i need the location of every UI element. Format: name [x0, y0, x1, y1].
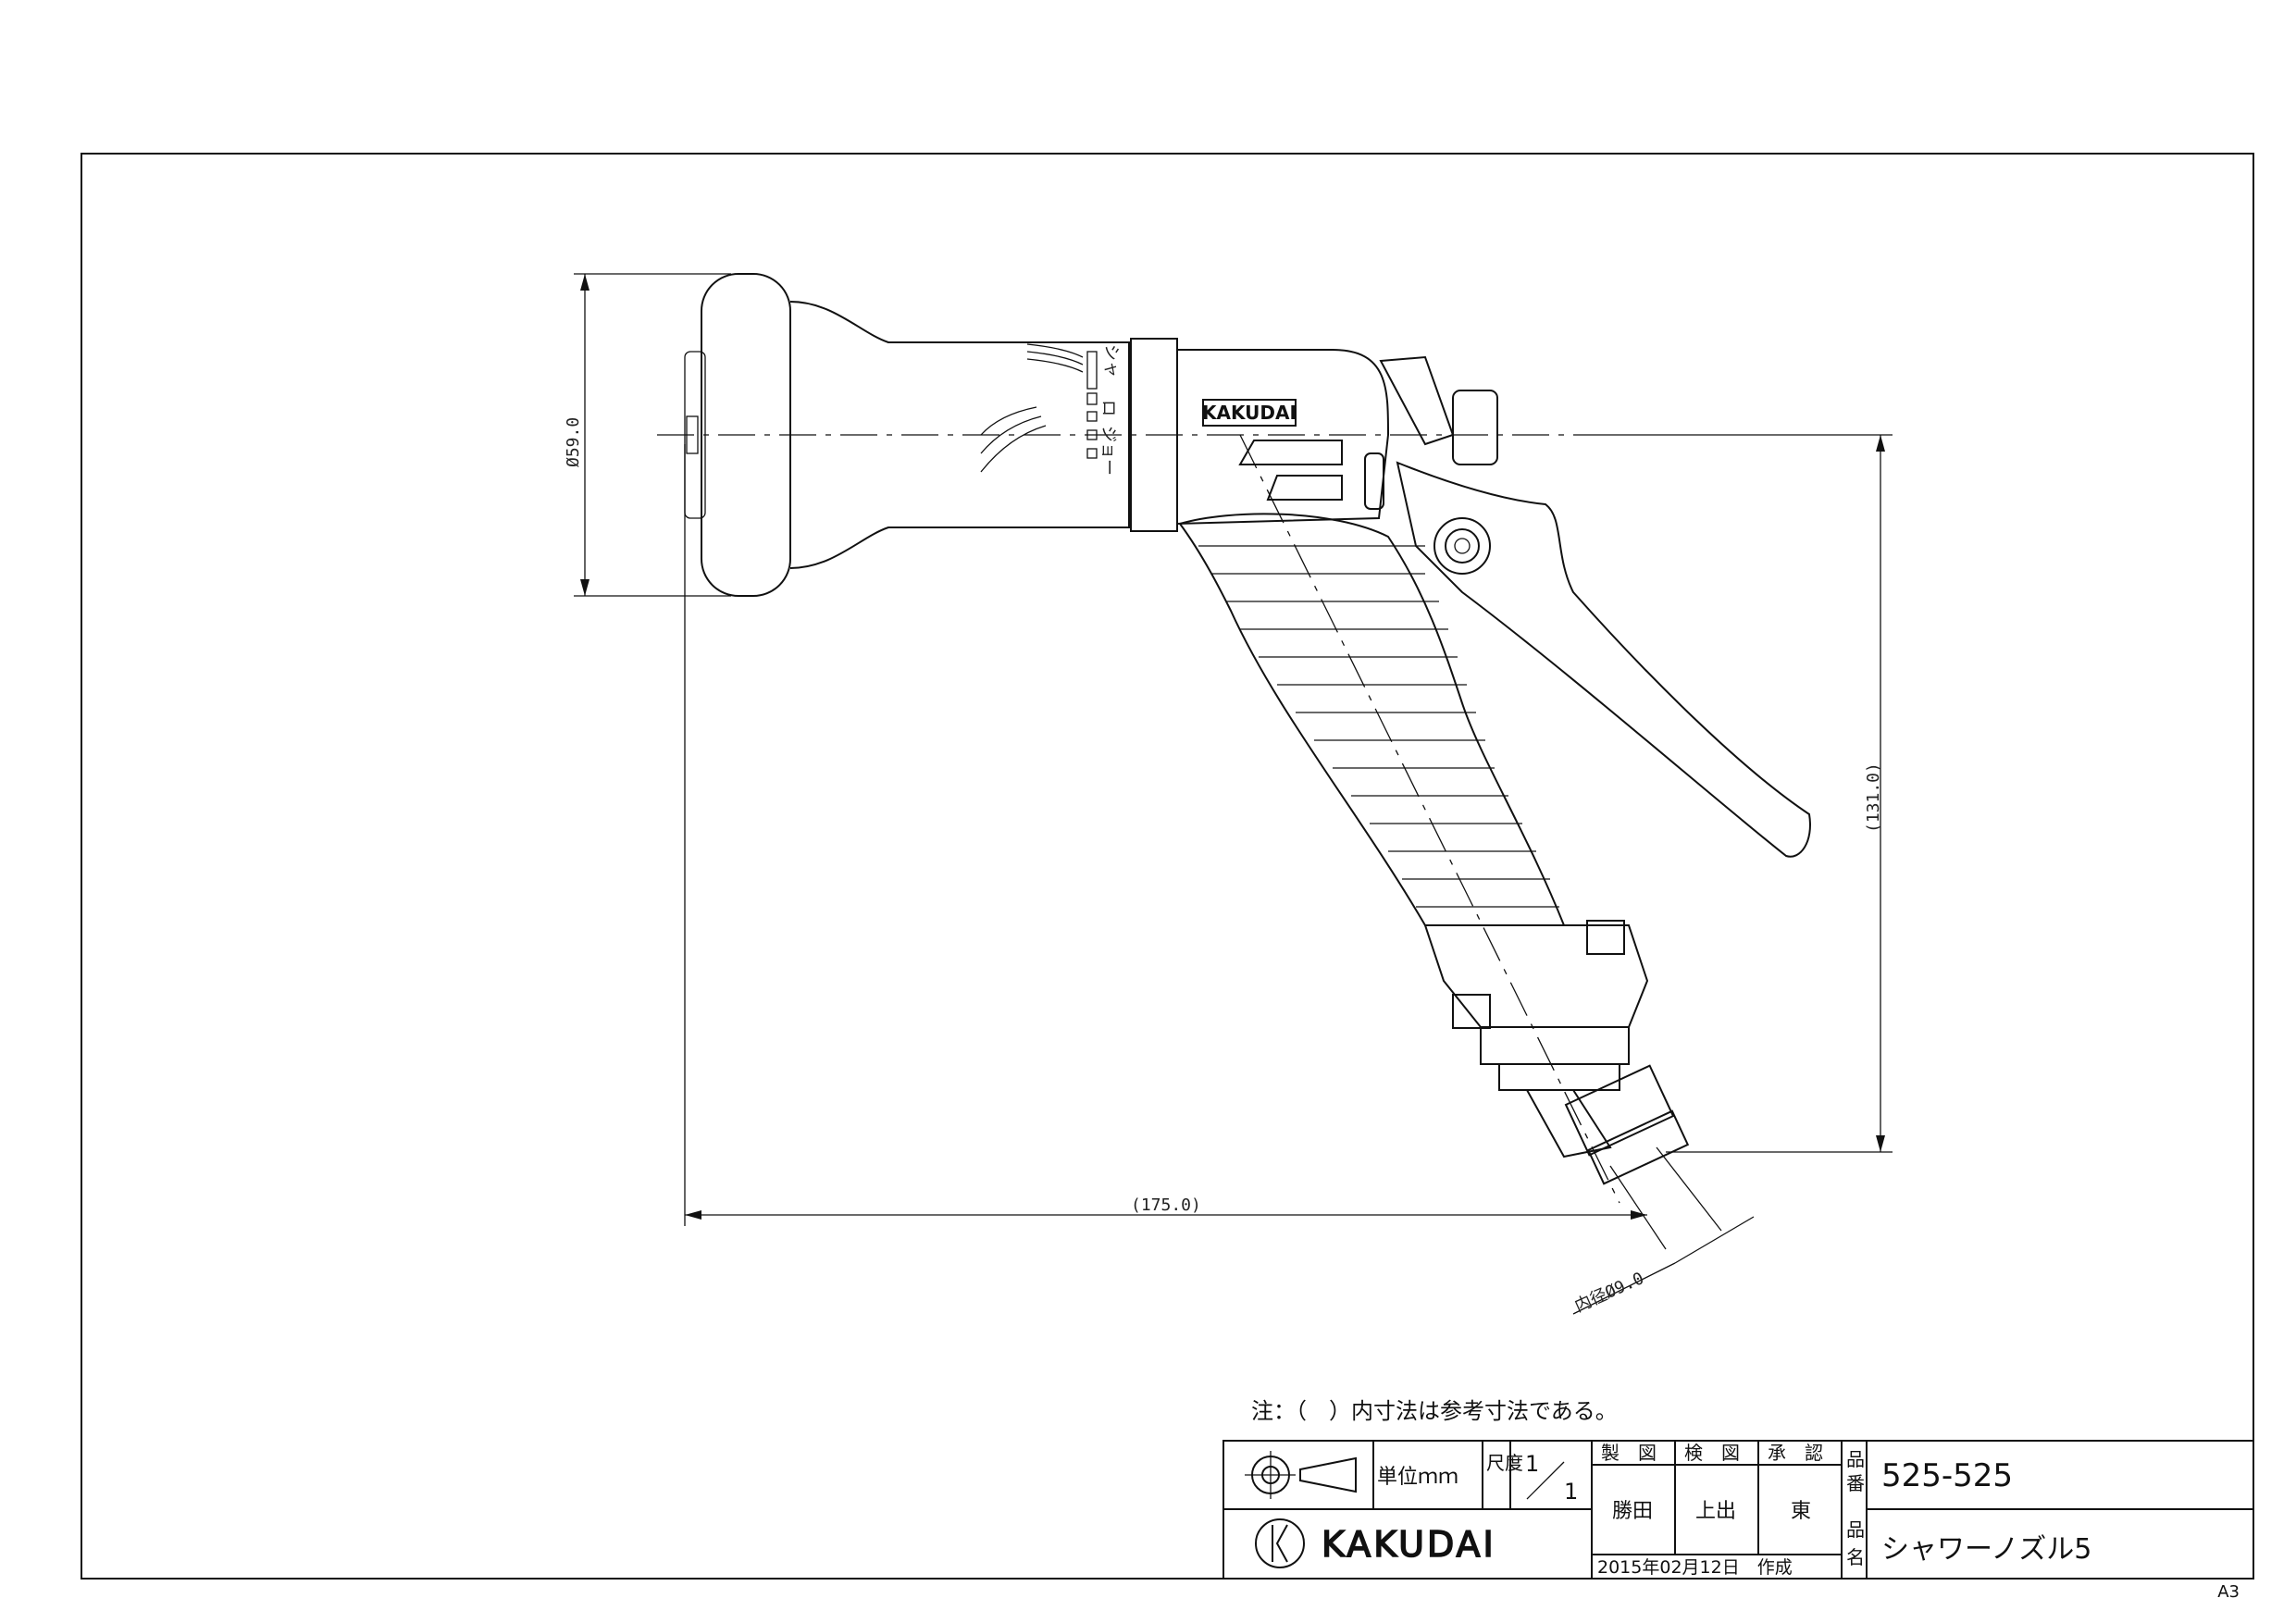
part-no-label: 品	[1846, 1448, 1865, 1470]
general-note: 注：（ ）内寸法は参考寸法である。	[1251, 1398, 1618, 1424]
col-drawn: 製 図	[1601, 1442, 1657, 1464]
sheet-size: A3	[2217, 1582, 2240, 1602]
name-checked: 上出	[1695, 1500, 1736, 1523]
name-drawn: 勝田	[1612, 1500, 1653, 1523]
drawing-date: 2015年02月12日 作成	[1597, 1557, 1793, 1578]
dim-height: (131.0)	[1864, 762, 1883, 833]
dial-mark-b: ロ	[1098, 400, 1118, 416]
scale-denominator: 1	[1564, 1479, 1578, 1505]
dim-length: (175.0)	[1131, 1196, 1201, 1215]
part-name: シャワーノズル5	[1881, 1533, 2091, 1566]
nozzle-body	[1176, 349, 1390, 526]
dim-inner: 内径Ø9.0	[1571, 1269, 1646, 1316]
scale-numerator: 1	[1525, 1451, 1539, 1477]
col-checked: 検 図	[1684, 1442, 1740, 1464]
grip	[1178, 513, 1566, 926]
title-block: 単位ｍｍ 尺度 1 1 製 図 検 図 承 認 勝田 上出 東 2015年02月…	[1222, 1440, 2254, 1580]
grip-ribs	[1198, 545, 1559, 908]
dial-marks	[980, 343, 1098, 473]
name-approved: 東	[1791, 1500, 1811, 1523]
scale-label: 尺度	[1486, 1452, 1523, 1474]
svg-text:名: 名	[1846, 1546, 1865, 1568]
hose-coupling	[1423, 924, 1649, 1028]
part-name-label: 品	[1846, 1518, 1865, 1541]
col-approved: 承 認	[1768, 1442, 1823, 1464]
part-number: 525-525	[1881, 1457, 2013, 1494]
dimensions: Ø59.0 (131.0) (175.0) 内径Ø9.0	[564, 273, 1893, 1317]
dial-mark-c: ジョー	[1098, 426, 1118, 476]
logo-text: KAKUDAI	[1322, 1524, 1496, 1565]
brand-plate	[1202, 399, 1297, 427]
nozzle-drawing: シャ ロ ジョー KAKUDAI	[657, 273, 1811, 1250]
svg-text:番: 番	[1846, 1472, 1865, 1494]
kakudai-logo-icon	[1255, 1518, 1305, 1568]
unit-label: 単位ｍｍ	[1377, 1466, 1458, 1489]
brand-on-body: KAKUDAI	[1202, 402, 1297, 424]
sheet-border	[81, 153, 2254, 1580]
spray-head	[701, 273, 791, 597]
dial-mark-a: シャ	[1101, 344, 1121, 378]
trigger-lever	[1396, 461, 1811, 858]
dim-diameter: Ø59.0	[564, 417, 583, 467]
